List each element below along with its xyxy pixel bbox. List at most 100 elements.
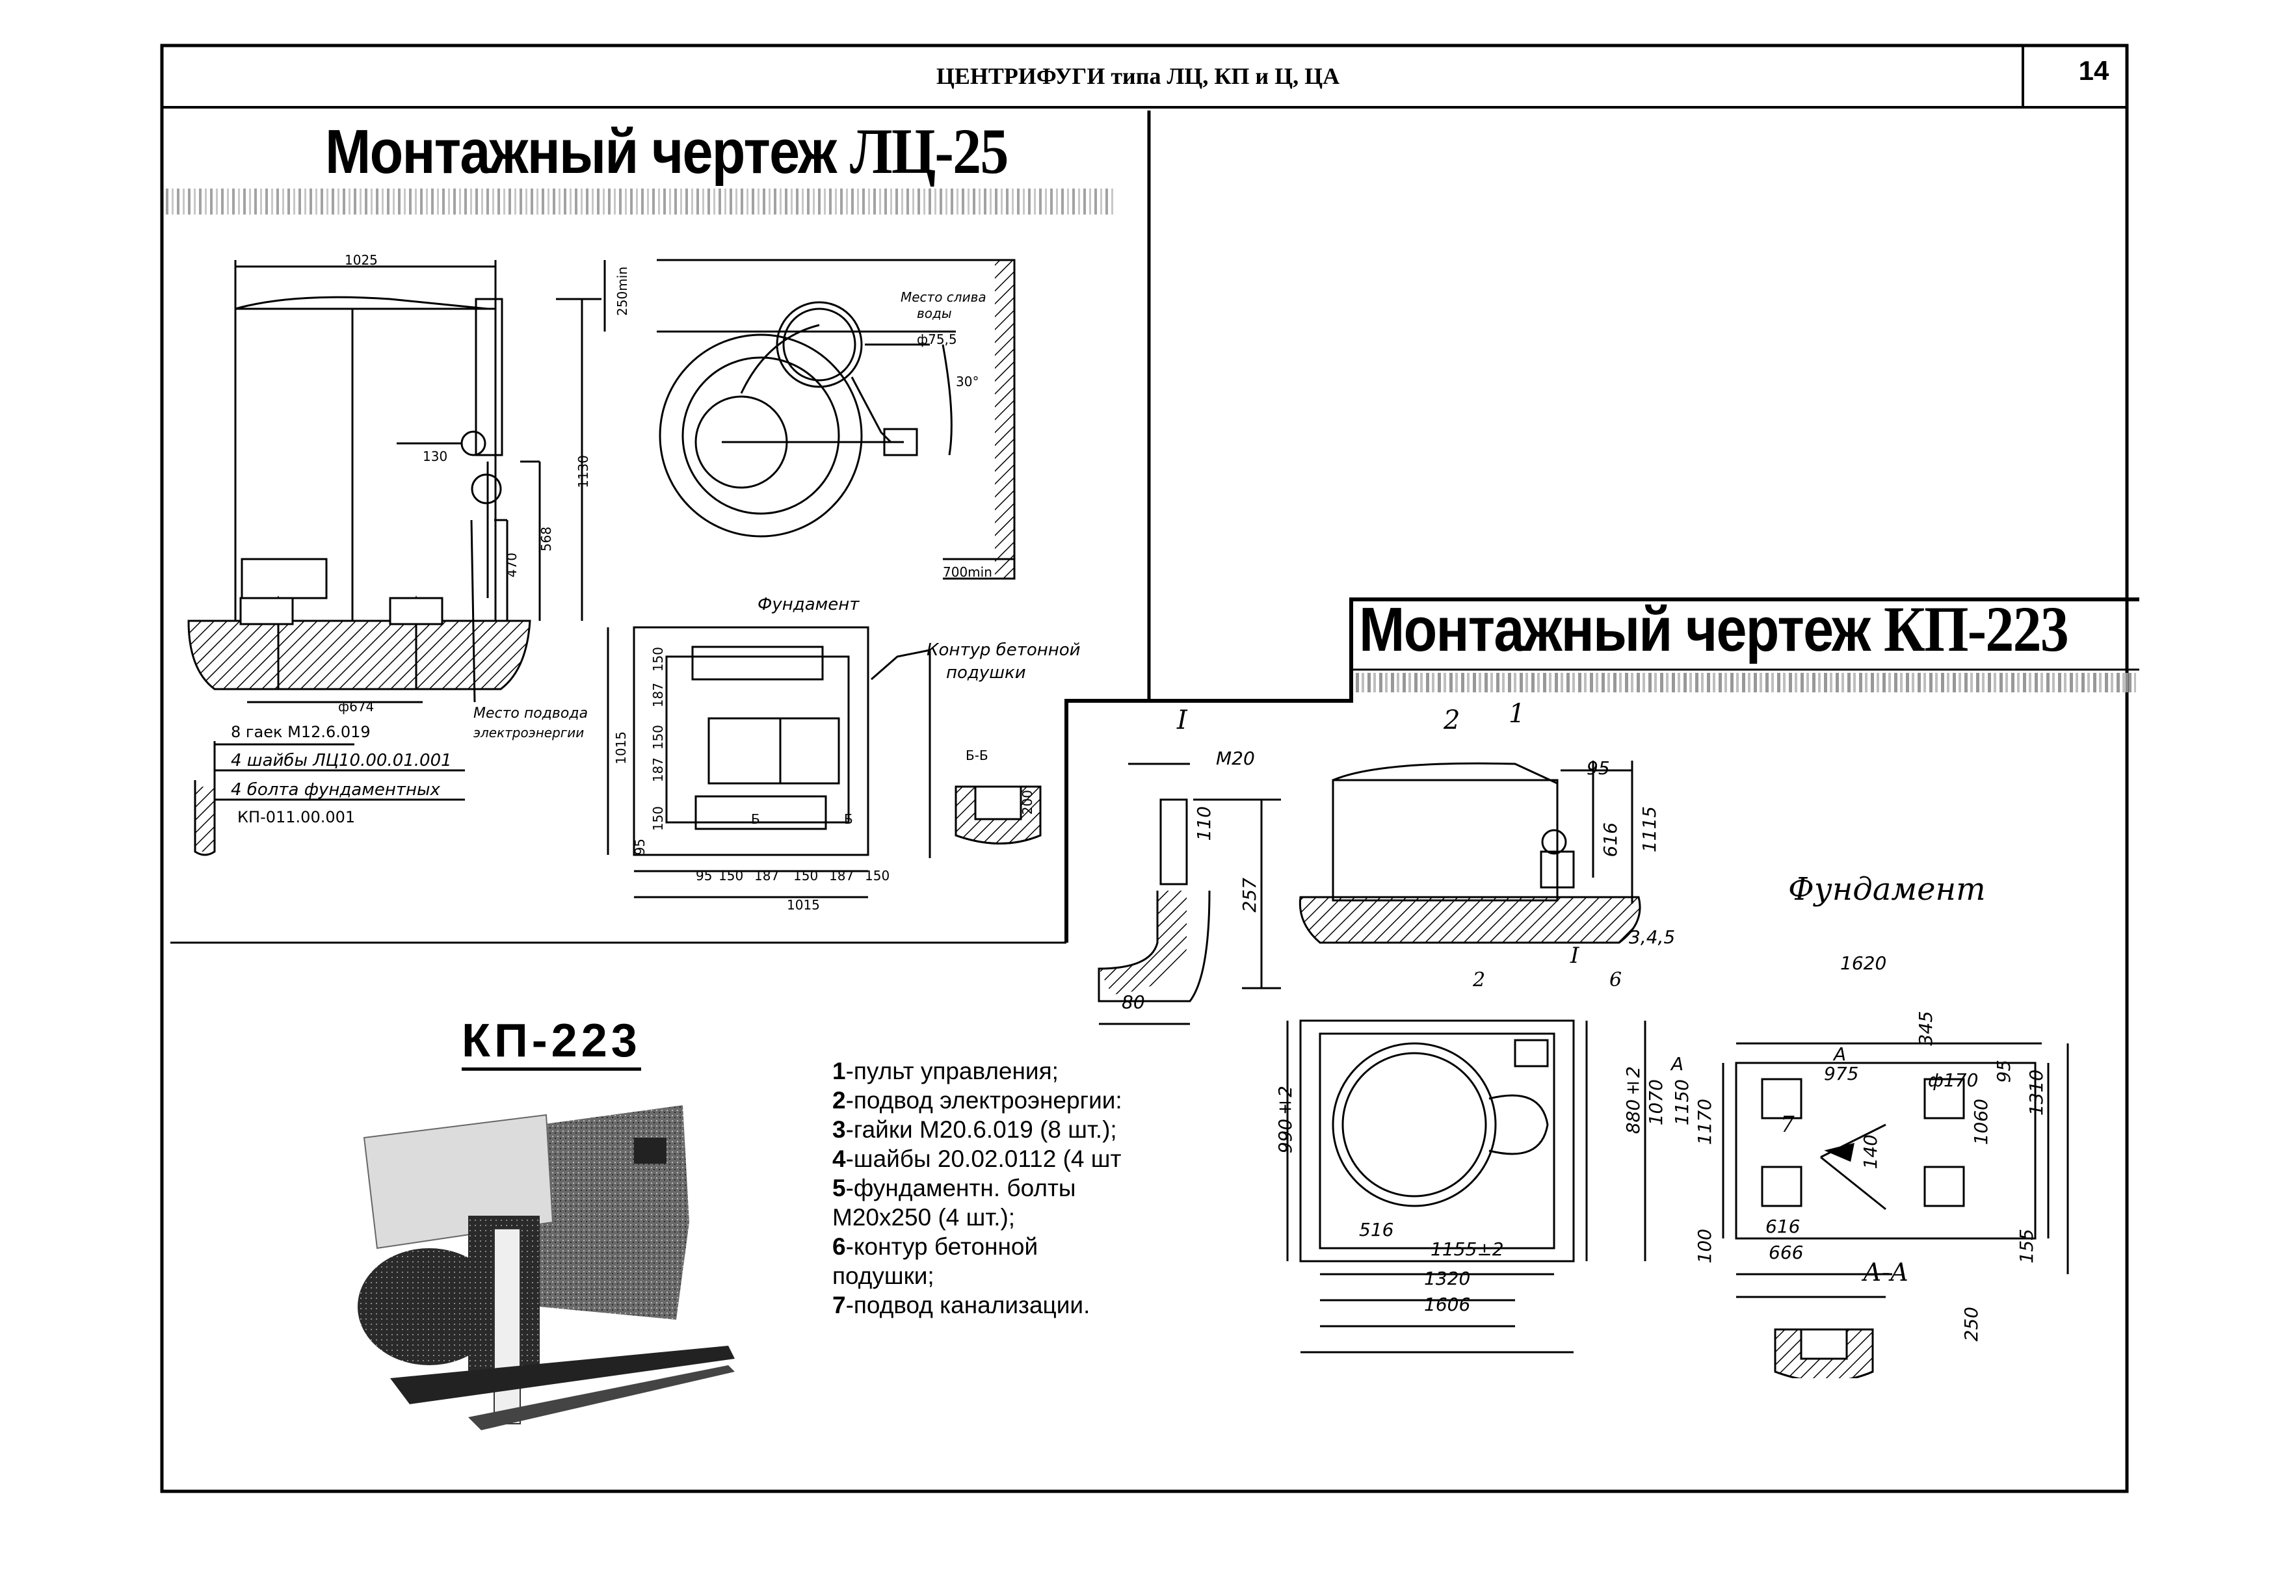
kp223-foundation-title: Фундамент <box>1788 871 1986 908</box>
kp223-section-aa: А-А <box>1863 1258 1909 1287</box>
photo-lid <box>363 1114 554 1249</box>
legend-item-6-cont: подушки; <box>832 1262 934 1289</box>
lc25-dim-1130: 1130 <box>575 455 591 488</box>
lc25-dim-130: 130 <box>423 449 448 464</box>
photo-motor <box>358 1248 501 1365</box>
kp223-drawing <box>1098 761 2069 1378</box>
kp223-section-250: 250 <box>1960 1307 1982 1342</box>
lc25-bottom-dim-4: 150 <box>793 868 819 883</box>
kp223-side-1115: 1115 <box>1639 806 1660 853</box>
kp223-plan-mark-6: 6 <box>1609 969 1622 991</box>
lc25-drain-label-2: воды <box>917 306 952 321</box>
lc25-left-dim-6: 150 <box>650 647 666 672</box>
kp223-fnd-1620: 1620 <box>1840 952 1887 974</box>
kp223-photo-title: КП-223 <box>462 1014 641 1071</box>
kp223-detail-mark: I <box>1177 705 1187 735</box>
lc25-dim-568: 568 <box>538 527 554 552</box>
page-number: 14 <box>2078 55 2109 86</box>
kp223-plan-1150: 1150 <box>1671 1079 1693 1126</box>
legend-item-6: 6-контур бетонной <box>832 1233 1038 1260</box>
kp223-fnd-95: 95 <box>1993 1060 2014 1083</box>
lc25-title-underline <box>166 189 1115 215</box>
legend-item-4: 4-шайбы 20.02.0112 (4 шт <box>832 1145 1122 1172</box>
kp223-fnd-1170: 1170 <box>1694 1099 1715 1145</box>
lc25-bottom-dim-6: 150 <box>865 868 890 883</box>
legend-item-3: 3-гайки М20.6.019 (8 шт.); <box>832 1116 1117 1143</box>
kp223-fnd-mark-a: А <box>1834 1043 1847 1065</box>
kp223-fnd-616: 616 <box>1765 1216 1801 1237</box>
kp223-title: Монтажный чертеж КП-223 <box>1359 592 2069 666</box>
kp223-fnd-1060: 1060 <box>1970 1099 1992 1145</box>
legend-item-1: 1-пульт управления; <box>832 1058 1059 1084</box>
lc25-drain-label-1: Место слива <box>901 289 986 305</box>
lc25-bottom-dim-5: 187 <box>829 868 854 883</box>
lc25-dim-700min: 700min <box>943 564 992 580</box>
lc25-dim-30: 30° <box>956 374 979 389</box>
kp223-fnd-mark-7: 7 <box>1780 1112 1795 1138</box>
kp223-side-mark-1: 1 <box>1509 699 1525 729</box>
lc25-left-dim-3: 187 <box>650 757 666 783</box>
lc25-power-label-2: электроэнергии <box>473 725 585 740</box>
lc25-dim-470: 470 <box>504 553 520 578</box>
photo-cabinet <box>540 1105 689 1320</box>
kp223-plan-1070: 1070 <box>1645 1079 1667 1126</box>
lc25-power-label-1: Место подвода <box>473 705 588 722</box>
kp223-plan-1320: 1320 <box>1424 1268 1471 1289</box>
kp223-plan-mark-2: 2 <box>1473 969 1486 991</box>
kp223-plan-516: 516 <box>1359 1219 1394 1240</box>
kp223-side-mark-345: 3,4,5 <box>1629 926 1676 948</box>
kp223-title-model: КП-223 <box>1884 593 2069 665</box>
legend-item-5: 5-фундаментн. болты <box>832 1175 1076 1201</box>
kp223-detail-m20: М20 <box>1216 748 1255 769</box>
kp223-fnd-140: 140 <box>1860 1134 1881 1170</box>
lc25-contour-label-2: подушки <box>946 663 1026 683</box>
lc25-mark-b1: Б <box>751 811 760 827</box>
lc25-dim-1025: 1025 <box>345 252 378 268</box>
lc25-left-dim-1: 95 <box>632 839 648 856</box>
header-title: ЦЕНТРИФУГИ типа ЛЦ, КП и Ц, ЦА <box>936 63 1340 89</box>
kp223-title-prefix: Монтажный чертеж <box>1359 595 1871 664</box>
legend-item-7: 7-подвод канализации. <box>832 1292 1090 1318</box>
lc25-drawing <box>187 259 1042 898</box>
lc25-title-model: ЛЦ-25 <box>850 115 1009 187</box>
lc25-callout-washers: 4 шайбы ЛЦ10.00.01.001 <box>231 751 452 770</box>
kp223-side-95: 95 <box>1587 757 1610 779</box>
lc25-left-dim-5: 187 <box>650 683 666 708</box>
lc25-bottom-dim-1: 95 <box>696 868 713 883</box>
lc25-contour-label-1: Контур бетонной <box>927 640 1081 660</box>
kp223-side-mark-2: 2 <box>1444 705 1460 735</box>
lc25-callout-bolts: 4 болта фундаментных <box>231 780 440 800</box>
kp223-fnd-666: 666 <box>1769 1242 1804 1263</box>
kp223-side-616: 616 <box>1600 822 1621 857</box>
kp223-detail-80: 80 <box>1122 991 1145 1013</box>
lc25-callout-bolts-code: КП-011.00.001 <box>237 808 356 826</box>
lc25-title-prefix: Монтажный чертеж <box>325 117 837 187</box>
kp223-plan-1155: 1155±2 <box>1431 1238 1504 1260</box>
lc25-dim-755: ф75,5 <box>917 332 957 347</box>
lc25-left-dim-2: 150 <box>650 806 666 831</box>
legend-item-2: 2-подвод электроэнергии: <box>832 1087 1122 1114</box>
legend-item-5-cont: М20х250 (4 шт.); <box>832 1204 1016 1231</box>
kp223-plan-mark-a: А <box>1671 1053 1684 1075</box>
kp223-plan-880: 880±2 <box>1622 1066 1644 1134</box>
kp223-detail-257: 257 <box>1239 878 1260 913</box>
kp223-title-underline <box>1356 673 2136 692</box>
lc25-callout-nuts: 8 гаек М12.6.019 <box>231 723 371 741</box>
kp223-fnd-1310: 1310 <box>2025 1069 2047 1116</box>
kp223-legend: 1-пульт управления; 2-подвод электроэнер… <box>832 1056 1170 1320</box>
lc25-section-bb: Б-Б <box>966 748 988 763</box>
lc25-bottom-dim-2: 150 <box>719 868 744 883</box>
kp223-plan-990: 990±2 <box>1274 1086 1296 1154</box>
kp223-fnd-975: 975 <box>1824 1063 1859 1084</box>
kp223-fnd-100: 100 <box>1694 1229 1715 1264</box>
lc25-body <box>234 307 497 622</box>
lc25-dim-250min: 250min <box>614 267 630 316</box>
kp223-detail-110: 110 <box>1193 806 1215 841</box>
kp223-fnd-170: ф170 <box>1928 1069 1979 1091</box>
lc25-section-dim-200: 200 <box>1020 790 1035 815</box>
lc25-foundation-title: Фундамент <box>758 595 860 614</box>
lc25-left-dim-4: 150 <box>650 725 666 750</box>
lc25-bottom-dim-3: 187 <box>754 868 780 883</box>
lc25-dim-674: ф674 <box>338 699 375 714</box>
